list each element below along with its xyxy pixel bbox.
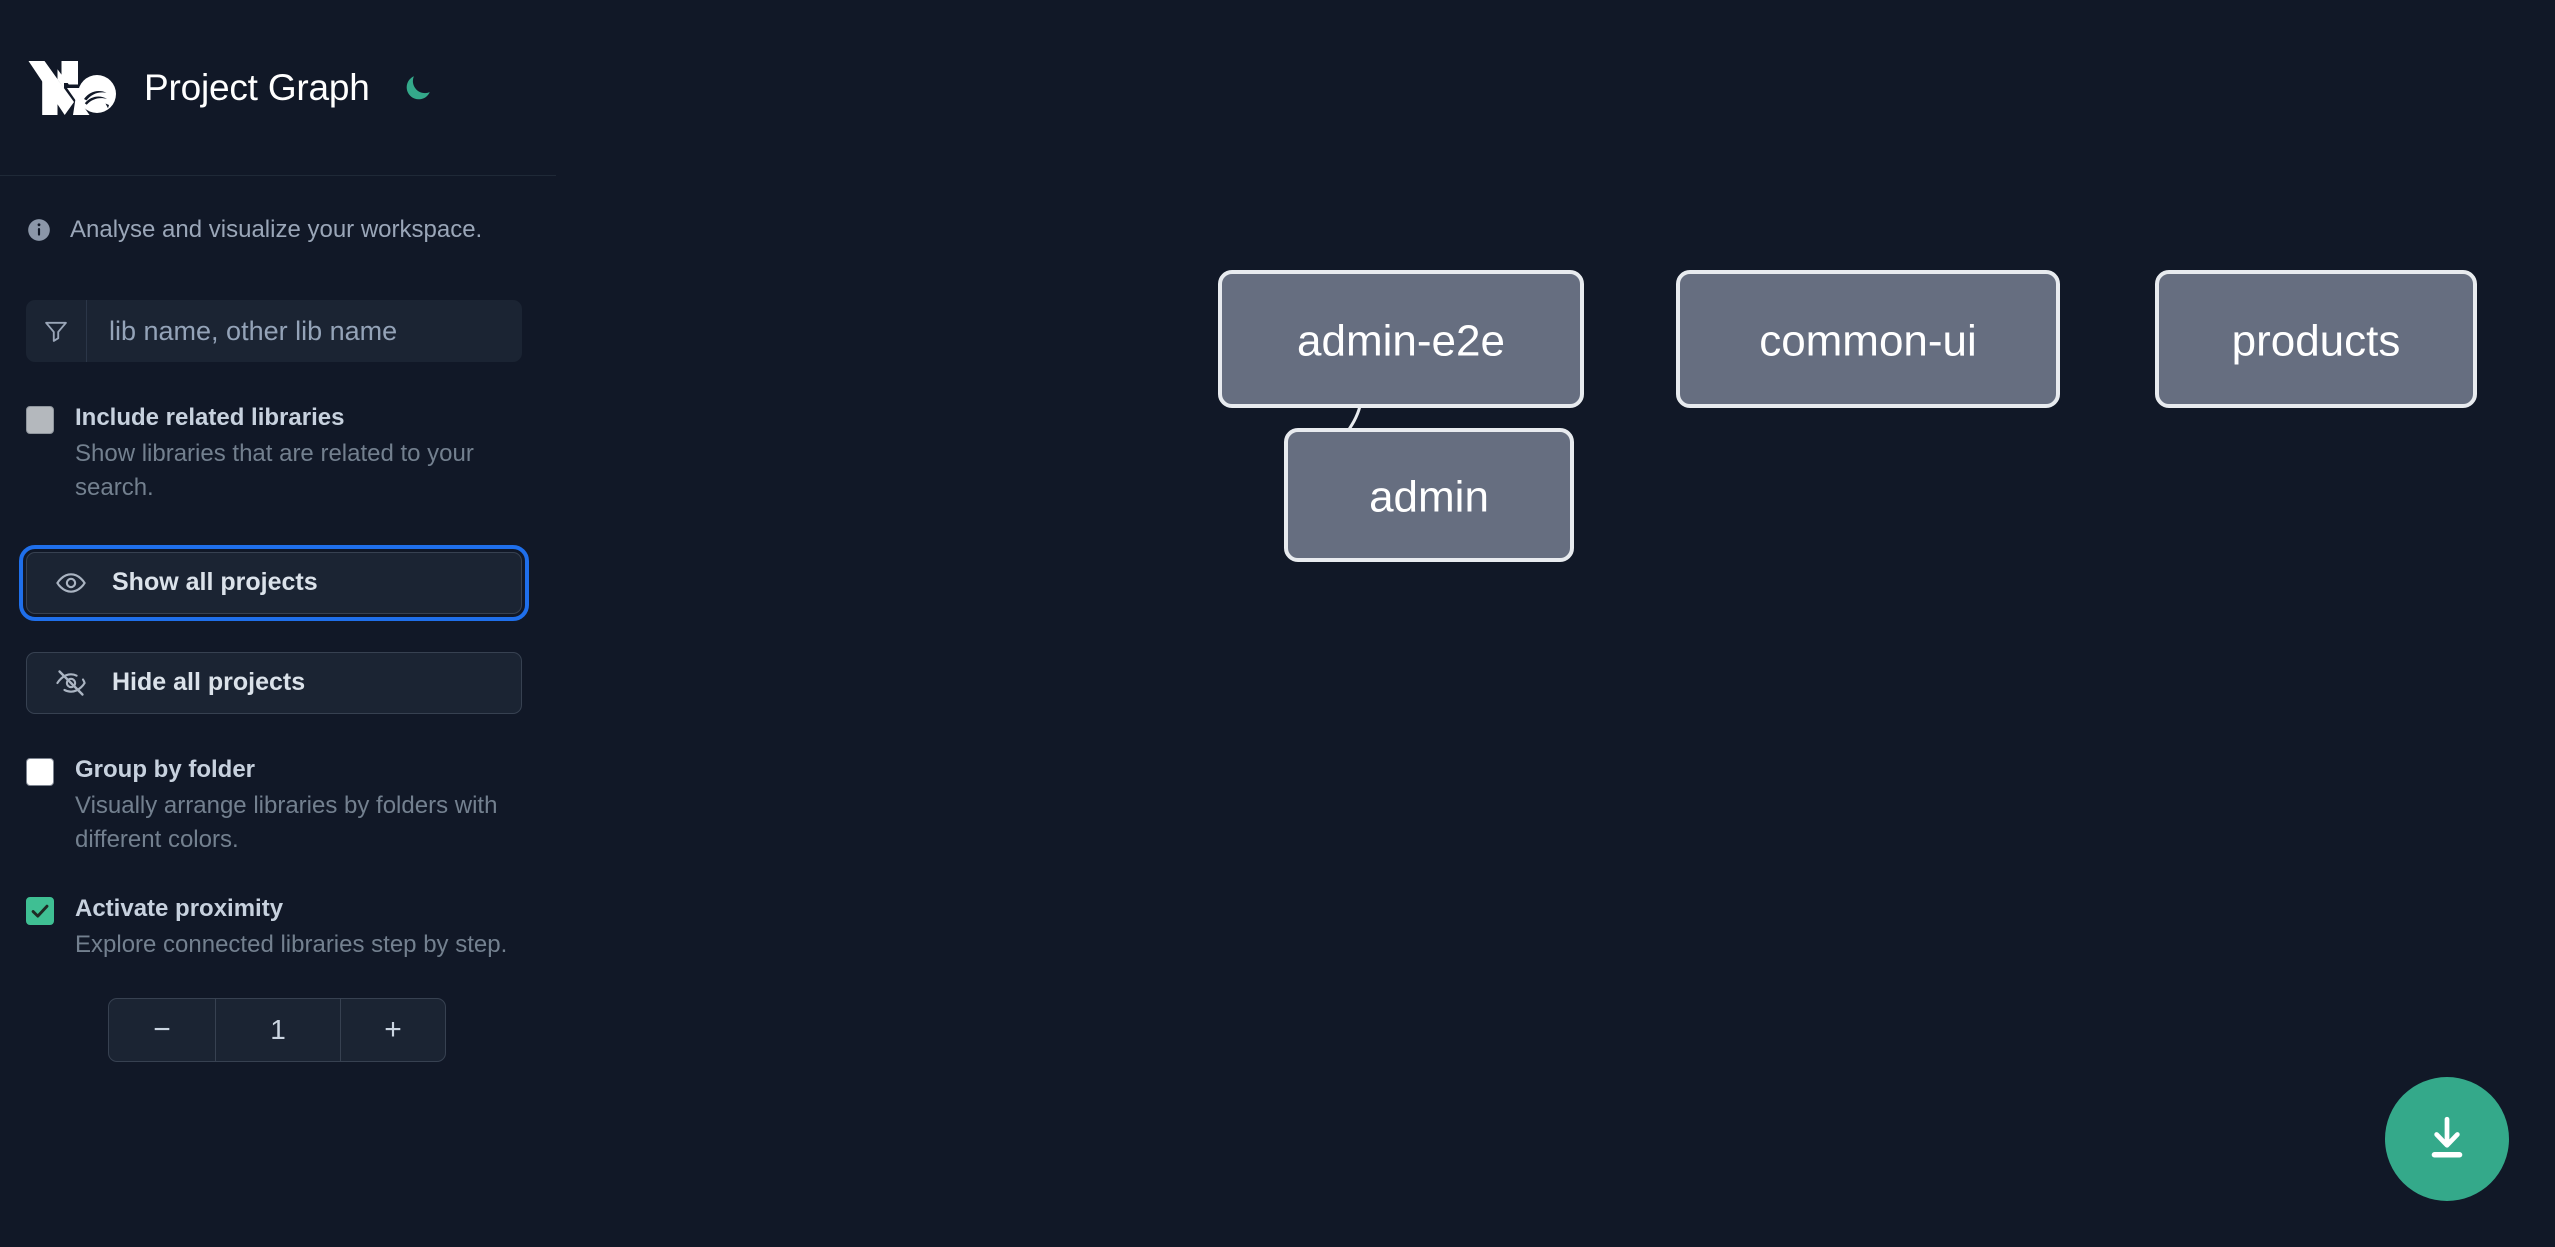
graph-node-common-ui[interactable]: common-ui [1676, 270, 2060, 408]
option-activate-proximity[interactable]: Activate proximity Explore connected lib… [26, 893, 526, 962]
sidebar: Project Graph Analyse and visualize your… [0, 0, 556, 1247]
option-group-by-folder[interactable]: Group by folder Visually arrange librari… [26, 754, 526, 858]
checkbox-include-related-libraries[interactable] [26, 406, 54, 434]
stepper-decrement-button[interactable]: − [109, 998, 216, 1061]
hide-all-projects-button[interactable]: Hide all projects [26, 651, 522, 714]
option-label: Include related libraries [75, 404, 345, 431]
tagline-text: Analyse and visualize your workspace. [70, 216, 483, 243]
project-graph-svg: implicit implicit admin-e2e common-ui pr… [1218, 270, 2477, 562]
graph-node-label: common-ui [1759, 317, 1977, 366]
moon-icon[interactable] [396, 66, 440, 110]
nx-logo [28, 60, 116, 115]
show-all-projects-label: Show all projects [112, 568, 318, 597]
search-input[interactable] [87, 300, 522, 362]
tagline-row: Analyse and visualize your workspace. [0, 176, 556, 244]
search-box[interactable] [26, 300, 522, 362]
graph-node-label: admin-e2e [1297, 317, 1505, 366]
stepper-increment-button[interactable]: + [384, 1012, 402, 1046]
hide-all-projects-label: Hide all projects [112, 668, 306, 697]
eye-off-icon [56, 669, 86, 696]
option-description: Explore connected libraries step by step… [75, 931, 508, 959]
checkbox-activate-proximity[interactable] [26, 897, 54, 926]
option-label: Group by folder [75, 755, 255, 783]
graph-node-label: admin [1369, 473, 1489, 522]
sidebar-header: Project Graph [0, 0, 556, 176]
graph-node-label: products [2232, 317, 2401, 366]
graph-canvas[interactable]: implicit implicit admin-e2e common-ui pr… [556, 0, 2555, 1247]
graph-node-admin[interactable]: admin [1284, 428, 1574, 562]
graph-node-admin-e2e[interactable]: admin-e2e [1218, 270, 1584, 408]
filter-icon [26, 300, 87, 362]
info-icon [28, 219, 50, 241]
option-include-related-libraries[interactable]: Include related libraries Show libraries… [26, 402, 526, 506]
proximity-stepper[interactable]: − 1 + [108, 997, 446, 1062]
checkbox-group-by-folder[interactable] [26, 757, 54, 786]
option-label: Activate proximity [75, 895, 284, 923]
eye-icon [56, 572, 86, 593]
download-icon [2431, 1116, 2463, 1158]
option-description: Show libraries that are related to your … [75, 440, 474, 502]
check-icon [31, 904, 49, 918]
option-description: Visually arrange libraries by folders wi… [75, 791, 498, 854]
show-all-projects-button[interactable]: Show all projects [19, 544, 529, 621]
download-button[interactable] [2385, 1077, 2509, 1201]
graph-node-products[interactable]: products [2155, 270, 2477, 408]
page-title: Project Graph [144, 66, 370, 108]
stepper-value: 1 [216, 998, 341, 1061]
